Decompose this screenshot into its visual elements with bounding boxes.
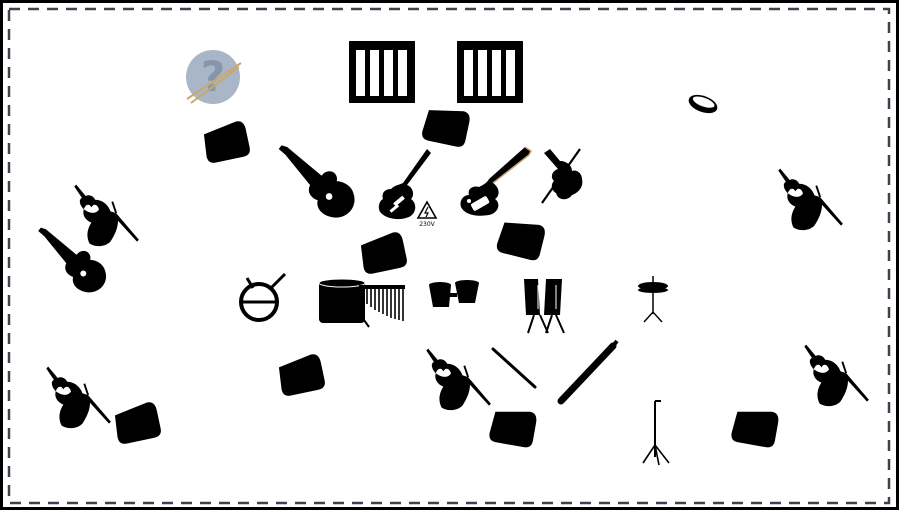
wind-chimes-icon bbox=[359, 285, 405, 321]
amp-cabinet-icon bbox=[457, 41, 523, 103]
hi-hat-icon bbox=[638, 276, 668, 323]
stage-area: ? bbox=[3, 3, 896, 507]
acoustic-guitar-icon bbox=[278, 145, 355, 218]
violin-icon bbox=[540, 147, 584, 205]
monitor-wedge-icon bbox=[200, 119, 252, 165]
bongos-icon bbox=[429, 280, 479, 307]
monitor-wedge-icon bbox=[111, 400, 163, 446]
microphone-stand-icon bbox=[642, 400, 670, 466]
monitor-wedge-icon bbox=[420, 103, 472, 149]
question-mark-icon: ? bbox=[186, 50, 242, 104]
bass-drum-icon bbox=[318, 278, 370, 328]
monitor-wedge-icon bbox=[495, 216, 547, 262]
congas-icon bbox=[523, 278, 565, 334]
singer-with-mic-icon bbox=[777, 167, 844, 232]
singer-with-mic-icon bbox=[73, 183, 140, 248]
monitor-wedge-icon bbox=[488, 405, 538, 449]
snare-drum-icon bbox=[239, 272, 287, 322]
bass-guitar-icon bbox=[459, 146, 532, 217]
power-outlet-icon: 230V bbox=[416, 200, 438, 228]
monitor-wedge-icon bbox=[357, 230, 409, 276]
monitor-wedge-icon bbox=[730, 405, 780, 449]
svg-text:230V: 230V bbox=[419, 221, 435, 228]
recorder-icon bbox=[557, 339, 619, 405]
stage-border bbox=[7, 7, 891, 505]
singer-with-mic-icon bbox=[425, 347, 492, 412]
amp-cabinet-icon bbox=[349, 41, 415, 103]
flute-icon bbox=[491, 347, 537, 389]
tambourine-icon bbox=[688, 94, 718, 114]
stage-plot: ? bbox=[7, 7, 891, 505]
singer-with-mic-icon bbox=[45, 365, 112, 430]
singer-with-mic-icon bbox=[803, 343, 870, 408]
monitor-wedge-icon bbox=[275, 352, 327, 398]
